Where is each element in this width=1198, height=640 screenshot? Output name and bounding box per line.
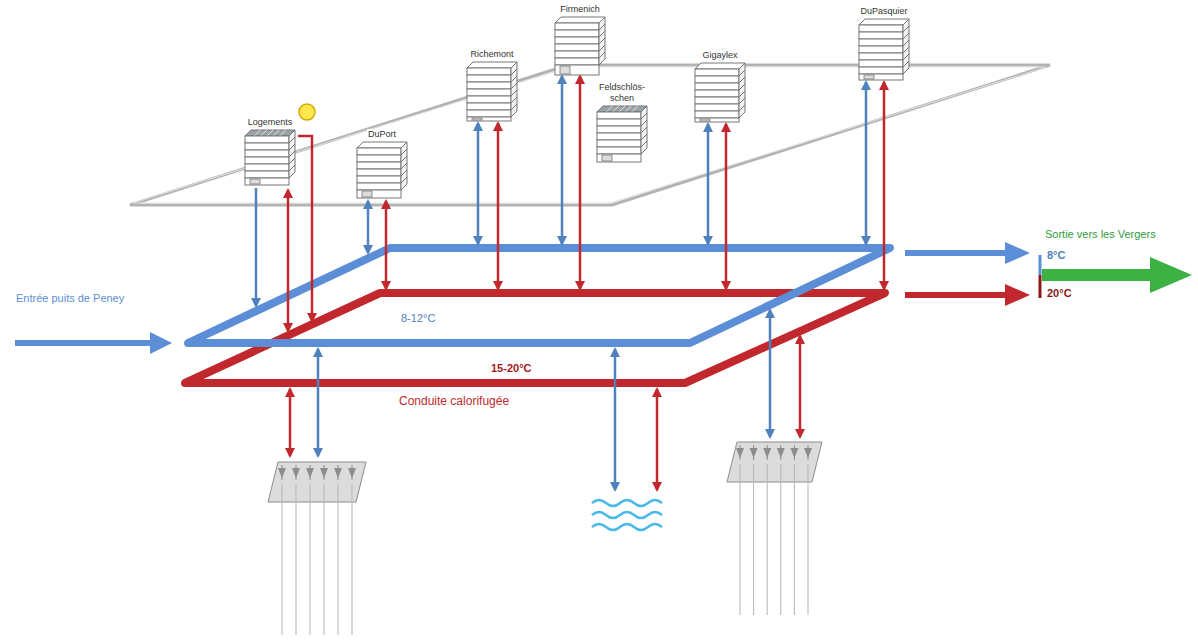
building-name: Feldschlös- schen: [596, 82, 648, 104]
building-symbol: [244, 129, 296, 186]
outlet-cold: [905, 250, 1005, 256]
building-node: Firmenich: [554, 4, 606, 76]
building-symbol: [858, 18, 910, 81]
building-node: DuPasquier: [858, 6, 910, 81]
building-node: Logements: [244, 117, 296, 186]
building-node: Richemont: [466, 49, 518, 122]
borehole-field: [268, 462, 366, 635]
exchange-arrows: [256, 76, 884, 490]
building-symbol: [356, 141, 408, 199]
temperature-label: 20°C: [1046, 287, 1073, 300]
water-waves: [592, 500, 662, 530]
outlet-warm: [905, 292, 1005, 298]
pipe-label: Conduite calorifugée: [398, 395, 510, 409]
outlet-label: Sortie vers les Vergers: [1044, 228, 1157, 241]
inlet-arrow: [15, 340, 150, 346]
site-platform: [130, 65, 1050, 205]
outlet-green-head: [1150, 257, 1192, 293]
warm-loop: [185, 293, 885, 383]
building-name: DuPort: [367, 129, 397, 140]
building-name: DuPasquier: [859, 6, 908, 17]
building-name: Richemont: [469, 49, 514, 60]
building-name: Firmenich: [559, 4, 601, 15]
loop-temperature: 15-20°C: [490, 362, 532, 375]
building-name: Logements: [247, 117, 294, 128]
outlet-green: [1042, 269, 1152, 281]
merge-cold: [1039, 255, 1042, 275]
building-node: Feldschlös- schen: [596, 82, 648, 163]
borehole-field: [727, 442, 822, 615]
outlet-warm-head: [1005, 284, 1030, 306]
temperature-label: 8°C: [1046, 249, 1066, 262]
loop-temperature: 8-12°C: [400, 312, 436, 325]
outlet-cold-head: [1005, 242, 1030, 264]
cold-loop: [188, 248, 890, 343]
building-node: DuPort: [356, 129, 408, 199]
inlet-arrow-head: [150, 332, 172, 354]
merge-warm: [1039, 275, 1042, 298]
building-symbol: [466, 61, 518, 122]
building-symbol: [596, 105, 648, 163]
inlet-label: Entrée puits de Peney: [15, 292, 125, 305]
building-symbol: [554, 16, 606, 76]
site-platform-edge: [133, 67, 1046, 203]
building-name: Gigaylex: [701, 50, 738, 61]
building-symbol: [694, 62, 746, 123]
building-node: Gigaylex: [694, 50, 746, 123]
sun-symbol: [299, 104, 315, 120]
